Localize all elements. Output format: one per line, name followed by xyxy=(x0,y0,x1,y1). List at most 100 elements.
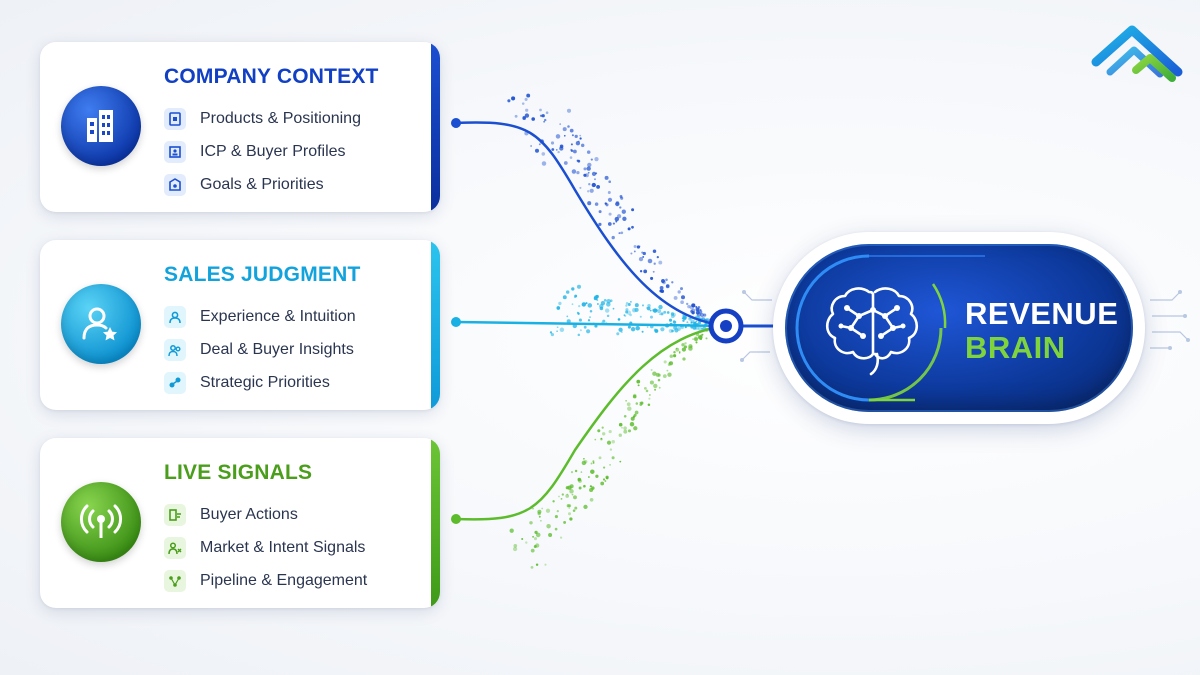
particle-dot xyxy=(686,321,689,324)
particle-dot xyxy=(623,429,628,434)
pipeline-icon xyxy=(164,569,186,592)
particle-dot xyxy=(625,308,629,312)
particle-dot xyxy=(608,212,612,216)
particle-dot xyxy=(596,303,599,305)
particle-dot xyxy=(658,386,661,389)
particle-dot xyxy=(577,333,581,337)
particle-dot xyxy=(607,197,613,202)
particle-dot xyxy=(696,312,702,317)
particle-dot xyxy=(630,252,633,255)
particle-dot xyxy=(650,368,653,372)
particle-dot xyxy=(623,426,627,430)
list-item-label: Pipeline & Engagement xyxy=(200,571,368,589)
revenue-brain-hub: REVENUE BRAIN xyxy=(773,232,1145,424)
particle-dot xyxy=(616,214,622,219)
particle-dot xyxy=(633,413,637,417)
particle-dot xyxy=(674,328,679,333)
particle-dot xyxy=(554,527,558,531)
particle-dot xyxy=(525,108,529,112)
particle-dot xyxy=(579,186,582,189)
particle-dot xyxy=(605,203,609,207)
particle-dot xyxy=(522,116,526,120)
particle-dot xyxy=(565,486,569,490)
particle-dot xyxy=(672,320,677,324)
particle-dot xyxy=(646,326,649,328)
target-icon xyxy=(164,173,186,196)
particle-dot xyxy=(620,196,624,200)
list-item: Products & Positioning xyxy=(164,102,361,135)
particle-dot xyxy=(632,394,637,399)
particle-dot xyxy=(680,300,684,305)
particle-dot xyxy=(585,302,588,305)
building-icon xyxy=(61,86,141,166)
particle-dot xyxy=(563,134,566,137)
list-item: Strategic Priorities xyxy=(164,366,356,399)
particle-dot xyxy=(617,318,621,321)
particle-dot xyxy=(563,520,567,524)
particle-dot xyxy=(684,342,687,345)
particle-dot xyxy=(578,304,581,308)
particle-dot xyxy=(667,363,671,366)
particle-dot xyxy=(592,461,595,464)
particle-dot xyxy=(703,313,707,317)
particle-dot xyxy=(618,327,623,332)
particle-dot xyxy=(589,309,593,313)
particle-dot xyxy=(559,146,564,151)
particle-dot xyxy=(618,433,622,437)
particle-dot xyxy=(647,403,651,406)
particle-dot xyxy=(661,279,665,283)
particle-dot xyxy=(578,318,582,322)
particle-dot xyxy=(581,302,586,307)
particle-dot xyxy=(568,504,572,508)
connector-company-context xyxy=(455,121,727,328)
particle-dot xyxy=(700,313,705,317)
particle-dot xyxy=(700,338,702,341)
particle-dot xyxy=(521,102,525,105)
particle-dot xyxy=(682,319,685,322)
particle-dot xyxy=(682,357,686,361)
particle-dot xyxy=(695,307,700,312)
particle-dot xyxy=(597,429,601,433)
particle-dot xyxy=(594,156,599,162)
particle-dot xyxy=(650,315,653,319)
particle-dot xyxy=(621,209,626,214)
particle-dot xyxy=(580,143,585,148)
particle-dot xyxy=(568,507,571,509)
connector-dot-cyan xyxy=(451,317,461,327)
particle-dot xyxy=(587,476,590,478)
particle-dot xyxy=(604,175,609,180)
list-item: Buyer Actions xyxy=(164,498,367,531)
particle-dot xyxy=(659,289,663,293)
particle-dot xyxy=(673,354,677,358)
particle-dot xyxy=(686,302,689,306)
particle-dot xyxy=(658,260,663,265)
particle-dot xyxy=(549,331,553,334)
particle-dot xyxy=(583,325,587,329)
particle-dot xyxy=(589,188,594,193)
list-item: ICP & Buyer Profiles xyxy=(164,135,361,168)
particle-dot xyxy=(662,374,667,378)
particle-dot xyxy=(692,325,697,330)
particle-dot xyxy=(638,245,641,248)
particle-dot xyxy=(665,284,670,289)
particle-dot xyxy=(577,140,580,143)
particle-dot xyxy=(574,506,578,510)
particle-dot xyxy=(629,421,635,427)
particle-dot xyxy=(511,96,516,101)
particle-dot xyxy=(556,306,561,310)
particle-dot xyxy=(539,114,543,117)
particle-dot xyxy=(660,312,664,316)
particle-dot xyxy=(551,148,555,151)
particle-dot xyxy=(648,397,651,400)
particle-dot xyxy=(554,515,558,519)
card-accent-bar xyxy=(431,438,440,608)
particle-dot xyxy=(633,393,637,398)
list-item-label: ICP & Buyer Profiles xyxy=(200,142,346,160)
particle-dot xyxy=(594,438,597,441)
particle-dot xyxy=(655,308,658,312)
particle-dot xyxy=(600,301,606,306)
particle-dot xyxy=(618,232,621,235)
card-title: COMPANY CONTEXT xyxy=(164,65,379,88)
particle-dot xyxy=(602,432,606,436)
particle-dot xyxy=(626,402,631,407)
